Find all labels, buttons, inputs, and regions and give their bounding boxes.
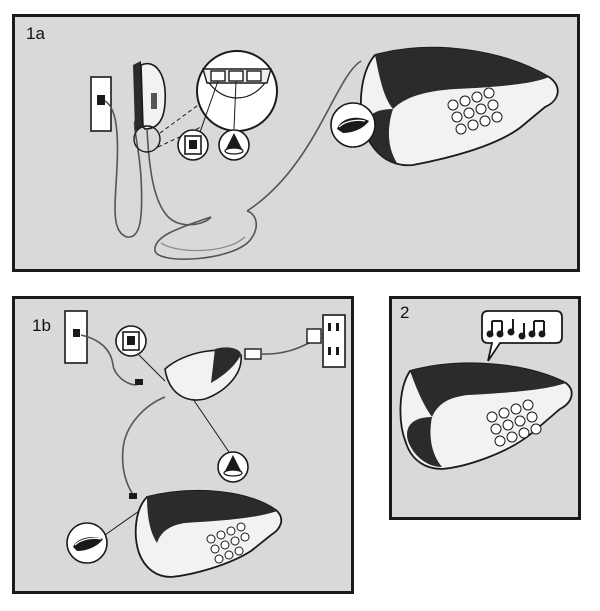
panel-2: 2 (389, 296, 581, 520)
network-symbol-icon (218, 129, 250, 161)
power-outlet (322, 314, 346, 368)
pointer-line (233, 80, 237, 130)
panel-1a: 1a (12, 14, 580, 272)
module-cable (146, 128, 212, 226)
pointer-line (192, 398, 232, 456)
pointing-hand-icon (66, 522, 108, 564)
wall-jack-plate (90, 76, 112, 132)
conference-phone (399, 362, 573, 470)
phone-jack-icon (115, 325, 147, 357)
conference-phone (359, 46, 559, 167)
panel-1b: 1b (12, 296, 354, 594)
phone-cable (121, 396, 166, 496)
step-label-1a: 1a (26, 24, 45, 43)
phone-line-cord (80, 334, 140, 386)
network-symbol-icon (217, 451, 249, 483)
conference-phone (134, 489, 283, 578)
power-module (133, 61, 166, 131)
cable-plug (129, 493, 137, 499)
pointing-hand-icon (330, 102, 376, 148)
pointer-line (104, 510, 140, 536)
zoom-line (159, 102, 202, 134)
pointer-line (198, 80, 219, 136)
music-notes-icon (481, 310, 563, 362)
phone-line-cord (104, 100, 143, 238)
power-module (164, 347, 242, 401)
panel-1b-illustration (64, 310, 346, 578)
pointer-line (138, 354, 166, 382)
rj11-plug (135, 379, 143, 385)
zoom-focus-circle (133, 125, 161, 153)
panel-1a-illustration (90, 46, 559, 260)
wall-jack-plate (64, 310, 88, 364)
phone-jack-icon (177, 129, 209, 161)
magnified-ports-circle (196, 50, 278, 132)
phone-cable (154, 60, 362, 260)
power-adapter (244, 328, 322, 360)
panel-2-illustration (399, 310, 573, 470)
step-label-1b: 1b (32, 316, 51, 335)
step-label-2: 2 (400, 303, 410, 322)
cable-loop (160, 236, 246, 252)
